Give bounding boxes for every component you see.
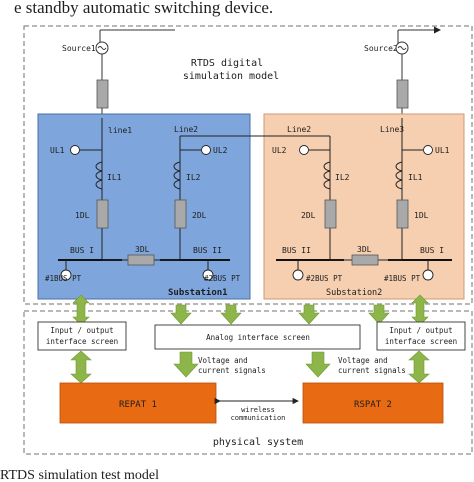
- s2-ul2-label: UL2: [272, 146, 287, 155]
- s1-pt1-symbol: [60, 269, 72, 281]
- rtds-subtitle: simulation model: [183, 71, 279, 82]
- s2-pt2-label: #2BUS PT: [306, 274, 343, 283]
- s1-il1-symbol: [95, 161, 103, 190]
- substation1-panel: line1 UL1 IL1 1DL Line2 UL2 IL2 2DL BUS …: [37, 113, 262, 300]
- source2: Source2: [364, 41, 409, 118]
- s1-line2-label: Line2: [174, 125, 198, 134]
- s2-il2-label: IL2: [335, 173, 350, 182]
- s2-line2-label: Line2: [287, 125, 311, 134]
- repat1-box: [59, 382, 217, 424]
- source1-breaker: [96, 79, 109, 109]
- s2-il1-label: IL1: [408, 173, 423, 182]
- io-interface-left: [37, 321, 127, 351]
- io-right-line1: Input / output: [389, 326, 452, 335]
- s1-breaker-1dl: [96, 199, 109, 229]
- s1-il2-label: IL2: [186, 173, 201, 182]
- substation1-background: [37, 113, 251, 300]
- s1-breaker-3dl: [127, 254, 155, 266]
- io-left-line1: Input / output: [50, 326, 113, 335]
- s2-breaker-1dl: [396, 199, 409, 229]
- s2-bus2-label: BUS II: [282, 246, 311, 255]
- io-left-line2: interface screen: [46, 337, 118, 346]
- s2-il1-symbol: [395, 161, 403, 190]
- s1-ul1-label: UL1: [50, 146, 65, 155]
- s2-breaker-2dl: [324, 199, 337, 229]
- down-arrow-signal-left-icon: [173, 351, 199, 378]
- s2-3dl-label: 3DL: [357, 245, 372, 254]
- down-arrow-signal-right-icon: [305, 351, 331, 378]
- signals-right-line2: current signals: [338, 366, 406, 375]
- s1-3dl-label: 3DL: [135, 245, 150, 254]
- rtds-model-frame: [23, 25, 473, 305]
- s2-il2-symbol: [323, 161, 331, 190]
- rtds-title: RTDS digital: [191, 58, 263, 69]
- source1-label: Source1: [62, 44, 96, 53]
- s1-il1-label: IL1: [107, 173, 122, 182]
- figure-caption: RTDS simulation test model: [0, 468, 159, 482]
- s2-bus1-label: BUS I: [420, 246, 444, 255]
- io-right-line2: interface screen: [385, 337, 457, 346]
- s1-pt2-label: #2BUS PT: [204, 274, 241, 283]
- wireless-line2: communication: [231, 414, 286, 422]
- s1-ul1-symbol: [70, 145, 80, 155]
- signals-left-line2: current signals: [198, 366, 266, 375]
- s1-bus2-label: BUS II: [193, 246, 222, 255]
- source2-breaker: [396, 79, 409, 109]
- source2-label: Source2: [364, 44, 398, 53]
- s2-pt1-label: #1BUS PT: [384, 274, 421, 283]
- s1-ul2-symbol: [201, 145, 211, 155]
- double-arrow-left-lower-icon: [70, 350, 92, 384]
- interface-arrows: [70, 294, 430, 384]
- source1: Source1: [62, 41, 109, 118]
- s1-1dl-label: 1DL: [75, 211, 90, 220]
- repat2-label: RSPAT 2: [354, 400, 392, 410]
- physical-system-frame: [23, 310, 473, 455]
- s2-ul1-symbol: [423, 145, 433, 155]
- signals-right-line1: Voltage and: [338, 356, 388, 365]
- analog-interface-screen: [154, 324, 361, 350]
- down-arrow-s2a-icon: [298, 304, 320, 325]
- repat2-box: [302, 382, 444, 424]
- double-arrow-right-icon: [411, 294, 429, 326]
- s1-il2-symbol: [173, 161, 181, 190]
- s1-2dl-label: 2DL: [192, 211, 207, 220]
- s1-pt1-label: #1BUS PT: [45, 274, 82, 283]
- s2-2dl-label: 2DL: [301, 211, 316, 220]
- s2-ul1-label: UL1: [435, 146, 450, 155]
- substation2-panel: Line2 UL2 IL2 2DL Line3 UL1 IL1 1DL BUS …: [262, 113, 465, 300]
- signals-left-line1: Voltage and: [198, 356, 248, 365]
- s2-breaker-3dl: [351, 254, 379, 266]
- down-arrow-s2b-icon: [368, 304, 390, 325]
- down-arrow-s1b-icon: [220, 304, 242, 325]
- substation2-background: [263, 113, 465, 300]
- repat1-label: REPAT 1: [119, 400, 157, 410]
- s1-bus1-label: BUS I: [70, 246, 94, 255]
- io-interface-right: [376, 321, 466, 351]
- down-arrow-s1a-icon: [170, 304, 192, 325]
- s2-line3-label: Line3: [380, 125, 404, 134]
- s1-ul2-label: UL2: [213, 146, 228, 155]
- s1-breaker-2dl: [174, 199, 187, 229]
- double-arrow-left-icon: [72, 294, 90, 326]
- substation1-name: Substation1: [168, 287, 228, 298]
- physical-system-title: physical system: [213, 437, 303, 448]
- analog-interface-label: Analog interface screen: [206, 333, 310, 342]
- s1-pt2-symbol: [202, 269, 214, 281]
- s2-1dl-label: 1DL: [414, 211, 429, 220]
- s2-ul2-symbol: [299, 145, 309, 155]
- header-text: e standby automatic switching device.: [14, 0, 273, 17]
- double-arrow-right-lower-icon: [408, 350, 430, 384]
- wireless-line1: wireless: [241, 406, 275, 414]
- s1-line1-label: line1: [108, 126, 132, 135]
- s2-pt2-symbol: [292, 269, 304, 281]
- s2-pt1-symbol: [422, 269, 434, 281]
- substation2-name: Substation2: [326, 288, 382, 298]
